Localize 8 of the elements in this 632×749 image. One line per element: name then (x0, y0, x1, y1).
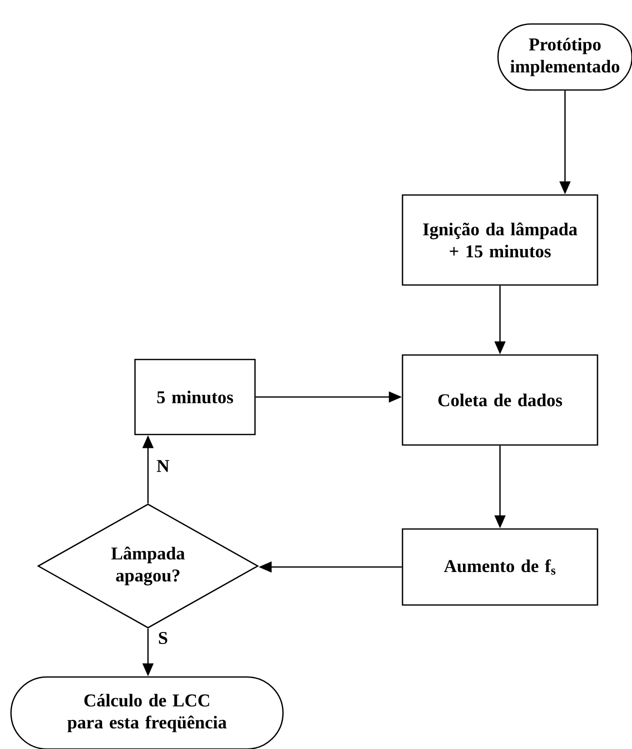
terminal-box: Cálculo de LCC para esta freqüência (10, 676, 284, 749)
process-box: Ignição da lâmpada + 15 minutos (402, 194, 598, 286)
process-box: Coleta de dados (402, 354, 598, 446)
terminal-box: Protótipo implementado (497, 23, 632, 91)
edge-label: N (156, 459, 170, 473)
process-box: 5 minutos (134, 358, 256, 436)
process-box: Aumento de f$_{s}$ (402, 528, 598, 606)
edge-label: S (157, 630, 169, 646)
